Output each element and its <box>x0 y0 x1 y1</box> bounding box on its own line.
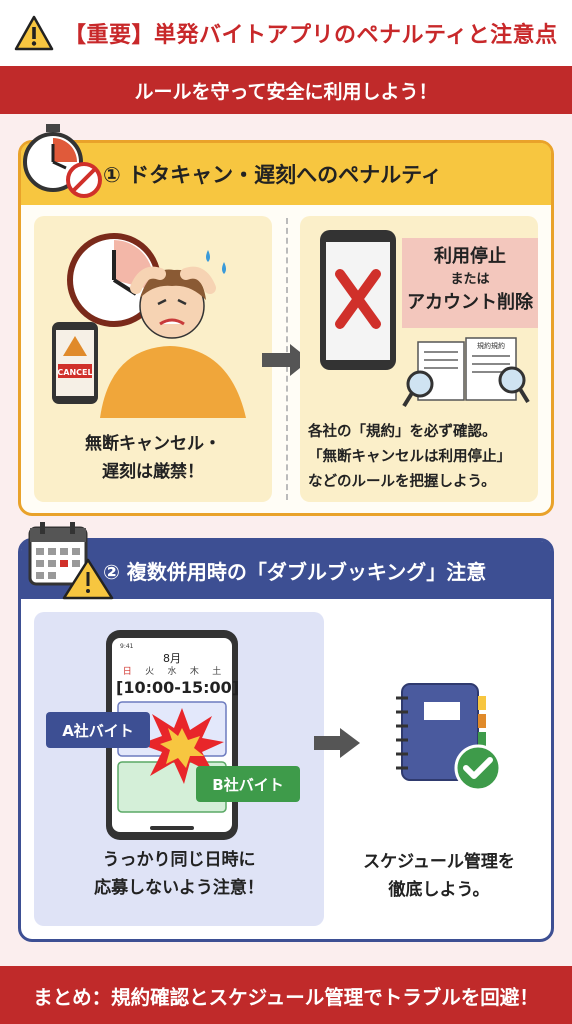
doc-label: 規約規約 <box>477 341 505 350</box>
weekday: 日 <box>122 667 132 677</box>
section-double-booking-heading: ② 複数併用時の「ダブルブッキング」注意 <box>103 559 487 584</box>
schedule-message-line1: スケジュール管理を <box>363 852 515 872</box>
schedule-message-line2: 徹底しよう。 <box>388 880 490 900</box>
no-show-message-line2: 遅刻は厳禁！ <box>102 462 204 482</box>
wall-clock-icon <box>67 233 161 327</box>
tag-company-b: B社バイト <box>196 766 300 802</box>
cancel-badge: CANCEL <box>57 368 92 377</box>
warning-icon <box>14 15 54 51</box>
summary-footer: まとめ：規約確認とスケジュール管理でトラブルを回避！ <box>0 966 572 1024</box>
no-show-message-line1: 無断キャンセル・ <box>85 434 221 454</box>
page-title: 【重要】単発バイトアプリのペナルティと注意点 <box>64 23 558 48</box>
calendar-warning-icon <box>28 522 114 600</box>
weekday: 木 <box>189 667 199 677</box>
blocked-phone-icon <box>320 230 396 370</box>
penalty-suspend: 利用停止 <box>434 246 506 267</box>
rules-message-line1: 各社の「規約」を必ず確認。 <box>308 424 497 440</box>
rules-message-line3: などのルールを把握しよう。 <box>308 474 496 490</box>
weekday: 火 <box>145 667 155 677</box>
double-booking-message-line2: 応募しないよう注意！ <box>94 878 264 898</box>
phone-time: 9:41 <box>120 643 134 650</box>
weekday: 土 <box>212 667 222 677</box>
documents-magnifier-icon: 規約規約 <box>402 337 530 408</box>
section-penalty-header: ① ドタキャン・遅刻へのペナルティ <box>21 143 551 205</box>
arrow-right-icon <box>314 728 360 758</box>
rules-message-line2: 「無断キャンセルは利用停止」 <box>308 449 511 465</box>
section-penalty-heading: ① ドタキャン・遅刻へのペナルティ <box>103 163 442 187</box>
conflict-burst-icon <box>140 708 224 784</box>
section-double-booking-header: ② 複数併用時の「ダブルブッキング」注意 <box>21 541 551 599</box>
calendar-time-slot: [10:00-15:00] <box>116 678 240 697</box>
calendar-month: 8月 <box>163 652 181 665</box>
calendar-weekdays: 日 火 水 木 土 <box>116 664 228 677</box>
cancel-phone-icon: CANCEL <box>52 322 98 404</box>
header: 【重要】単発バイトアプリのペナルティと注意点 <box>0 0 572 66</box>
weekday: 水 <box>167 667 177 677</box>
worried-person-illustration: CANCEL <box>52 233 246 418</box>
subtitle-banner: ルールを守って安全に利用しよう！ <box>0 66 572 114</box>
penalty-or: または <box>450 272 490 287</box>
penalty-delete: アカウント削除 <box>407 292 533 313</box>
planner-check-icon <box>396 683 502 792</box>
stopwatch-icon <box>23 124 102 198</box>
double-booking-message-line1: うっかり同じ日時に <box>102 850 256 870</box>
penalty-box: 利用停止 または アカウント削除 <box>402 238 538 328</box>
tag-company-a: A社バイト <box>46 712 150 748</box>
